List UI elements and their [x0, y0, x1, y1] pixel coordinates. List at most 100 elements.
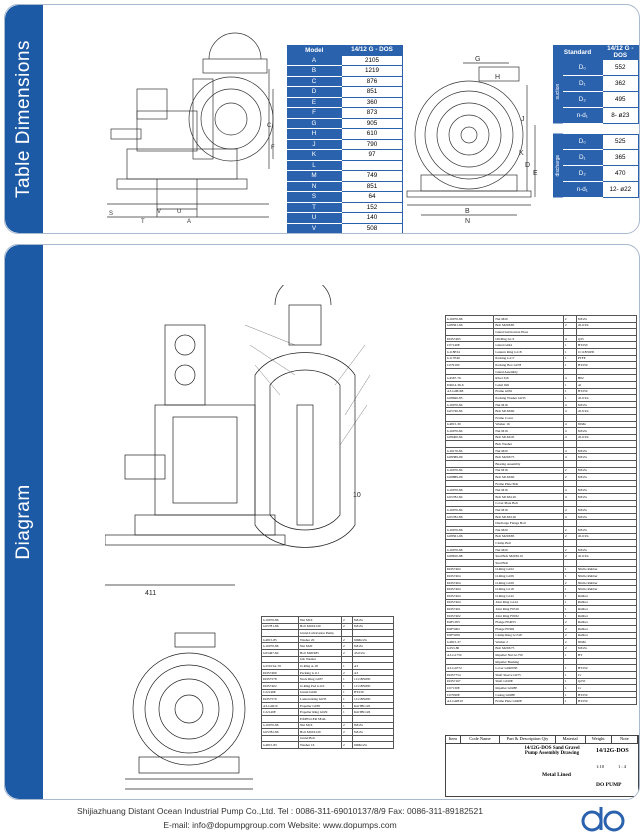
- parts-cell: Washer 2: [493, 638, 564, 646]
- dimension-value: 749: [341, 170, 403, 182]
- parts-cell: 1: [341, 675, 353, 683]
- parts-cell: 8.8/Zn: [352, 616, 394, 624]
- parts-cell: [352, 734, 394, 743]
- parts-cell: G4815-83: [261, 741, 299, 749]
- parts-cell: 1: [562, 697, 577, 706]
- parts-cell: 2: [562, 644, 577, 653]
- parts-cell: DOS7404: [444, 598, 495, 607]
- dim-label-t: T: [141, 219, 145, 225]
- parts-cell: DOS7578: [261, 675, 299, 683]
- dimension-label: A: [287, 55, 342, 66]
- parts-cell: Bolt M20X75: [493, 453, 564, 462]
- parts-row: Discharge Flange Bolt: [444, 519, 638, 527]
- parts-cell: 8.8/Zn: [575, 427, 638, 435]
- front-section-drawing: [125, 632, 253, 790]
- parts-cell: A3-G0816E: [444, 387, 495, 396]
- parts-cell: 60Mn/Zn: [352, 741, 394, 749]
- parts-cell: [444, 519, 495, 527]
- dim-label-c: C: [267, 123, 272, 129]
- parts-cell: A3: [352, 662, 394, 670]
- parts-cell: 2: [341, 642, 353, 650]
- parts-cell: H62: [575, 374, 638, 382]
- parts-cell: Nut M20: [493, 446, 564, 455]
- parts-cell: [562, 460, 577, 468]
- parts-cell: 8.8/Zn: [575, 400, 638, 409]
- parts-cell: 8.8/Zn: [575, 473, 638, 481]
- parts-cell: Nut M20: [493, 526, 564, 534]
- parts-cell: 2: [341, 635, 353, 644]
- dimension-label: S: [287, 191, 342, 203]
- parts-cell: [562, 519, 577, 527]
- parts-cell: [341, 629, 353, 637]
- parts-cell: Bolt M20X85: [493, 321, 564, 330]
- parts-cell: O-Ring A-18: [298, 662, 342, 670]
- drawing-scale: 1:10: [596, 764, 605, 769]
- dimension-value: 97: [341, 149, 403, 161]
- parts-cell: O-Ring G118: [493, 585, 564, 593]
- parts-cell: 8.8/Zn: [352, 721, 394, 730]
- parts-cell: O-Ring G122: [493, 591, 564, 600]
- standard-label: D₂: [563, 165, 603, 182]
- parts-cell: 8.8/Zn: [575, 526, 638, 534]
- dimension-value: 140: [341, 212, 403, 224]
- dimension-label: U: [287, 212, 342, 224]
- parts-cell: [444, 479, 495, 488]
- parts-cell: G08561-96: [444, 532, 495, 541]
- parts-cell: 8.8/Zn: [352, 622, 394, 631]
- parts-cell: DOS7469: [261, 668, 299, 677]
- parts-cell: 1: [562, 684, 577, 692]
- parts-cell: KmTBCr26: [352, 701, 394, 710]
- parts-cell: G16070-86: [261, 642, 299, 650]
- parts-cell: 4: [562, 493, 577, 501]
- parts-cell: Oil Plug G1/2: [493, 334, 564, 343]
- dim-label-k: K: [519, 150, 524, 157]
- parts-cell: Bolt M16X45: [493, 433, 564, 442]
- side-view-drawing: V U S A C F T: [107, 32, 275, 225]
- parts-cell: G16070-84: [444, 506, 495, 514]
- parts-cell: 2: [562, 526, 577, 534]
- parts-cell: [575, 440, 638, 448]
- parts-cell: G05781-86: [261, 622, 299, 631]
- dimension-value: 152: [341, 201, 403, 213]
- parts-cell: Al: [575, 380, 638, 389]
- dimension-label: n-d: [287, 234, 342, 235]
- parts-cell: Bolt M20X85: [493, 532, 564, 541]
- parts-cell: DOS7402: [444, 611, 495, 620]
- parts-cell: Lantern Ring G118: [493, 347, 564, 356]
- dimension-value: 2105: [341, 54, 403, 66]
- parts-cell: 8.8/Zn: [575, 512, 638, 521]
- parts-cell: Rubber: [575, 631, 638, 640]
- parts-cell: [562, 328, 577, 336]
- parts-cell: G05740-84: [444, 407, 495, 415]
- drawing-sheet: 1 : 4: [618, 764, 627, 769]
- parts-cell: [261, 655, 299, 664]
- parts-cell: 2: [562, 532, 577, 541]
- dimension-value: 851: [341, 180, 403, 192]
- parts-cell: Frame Plate G040E: [493, 697, 564, 706]
- parts-cell: [562, 440, 577, 448]
- front-view-drawing: G H J K D E B N: [406, 56, 538, 225]
- parts-cell: O-Ring G109: [493, 572, 564, 580]
- parts-cell: [575, 657, 638, 666]
- parts-cell: Rubber: [575, 598, 638, 607]
- parts-row: EXPELLER SEAL: [261, 714, 394, 723]
- parts-cell: 4: [562, 407, 577, 415]
- parts-cell: 60Mn/Zn: [352, 635, 394, 644]
